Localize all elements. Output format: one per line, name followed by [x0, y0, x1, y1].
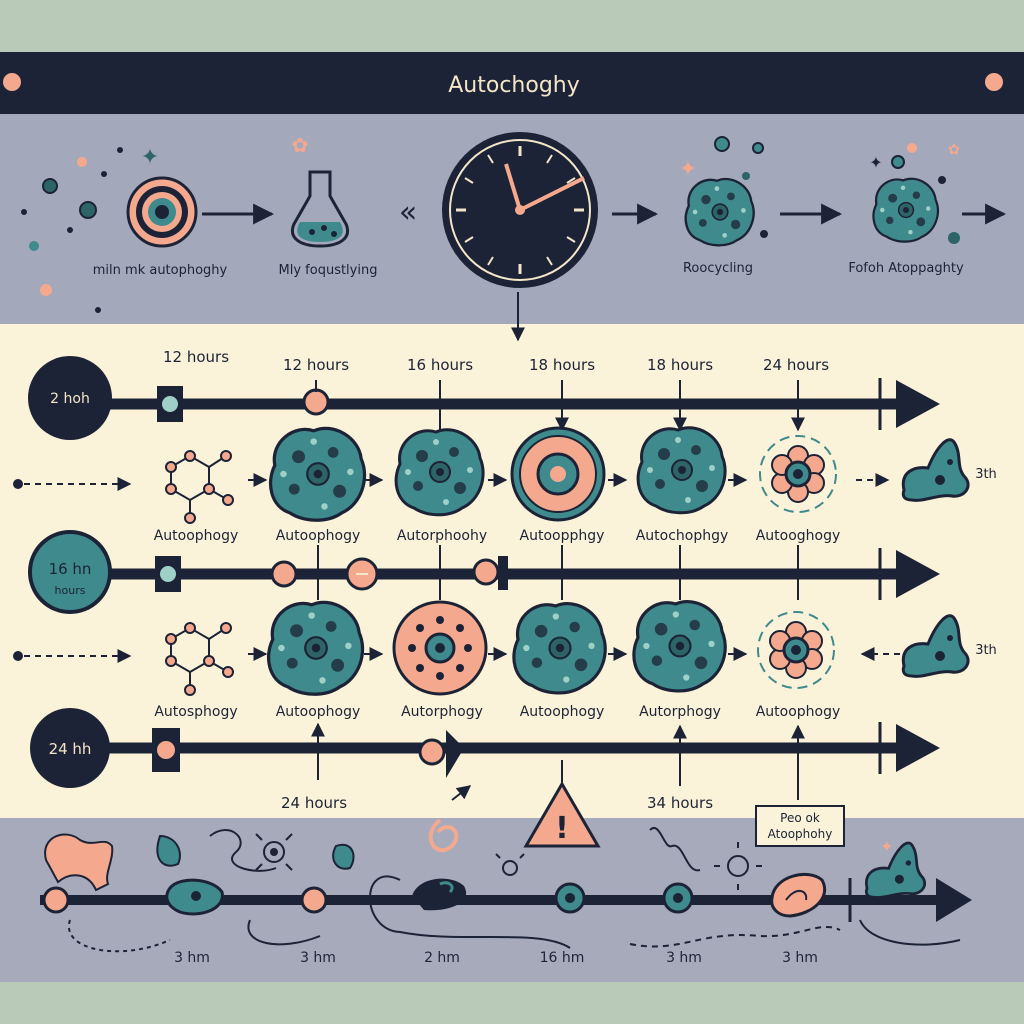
stage-label: Autorphogy — [401, 704, 483, 720]
track-2: 16 hn hours — [13, 530, 997, 720]
svg-text:«: « — [399, 195, 417, 230]
bacteria-icon — [255, 833, 293, 871]
timeline-arrowhead — [896, 724, 940, 772]
target-ring-icon — [510, 426, 606, 522]
top-row: ✦ ✦ miln mk autophoghy ✿ Mly foqustlying… — [21, 132, 1007, 342]
stage-label: Autoopphgy — [520, 528, 605, 544]
cell-icon — [268, 426, 367, 522]
track-start-label: 2 hoh — [50, 391, 90, 407]
stage-label: Autochophgy — [636, 528, 729, 544]
cell-icon — [632, 600, 727, 693]
svg-text:✦: ✦ — [141, 145, 159, 170]
time-label: 34 hours — [647, 794, 713, 812]
stage-label: Autorphogy — [639, 704, 721, 720]
warning-icon: ! — [523, 781, 601, 848]
title-bar — [0, 52, 1024, 114]
track-end-label: 3th — [975, 643, 997, 658]
svg-text:✿: ✿ — [292, 133, 309, 157]
target-ring-icon — [126, 176, 198, 248]
time-label: 18 hours — [529, 356, 595, 374]
stage-label: Autoophogy — [520, 704, 605, 720]
time-label: 24 hours — [763, 356, 829, 374]
time-label: 12 hours — [283, 356, 349, 374]
timeline-arrowhead — [936, 878, 972, 922]
title-bar-dot-right — [985, 73, 1003, 91]
peak-label-sub: Atoophohy — [768, 827, 833, 841]
time-label: 24 hours — [281, 794, 347, 812]
svg-text:✦: ✦ — [869, 153, 882, 172]
stage-label: miln mk autophoghy — [93, 263, 228, 278]
target-ring-icon — [392, 600, 488, 696]
track-1: 12 hours 12 hours 16 hours 18 hours 18 h… — [13, 348, 997, 544]
diagram-title: Autochoghy — [448, 73, 580, 98]
time-label: 12 hours — [163, 348, 229, 366]
cell-icon — [684, 177, 755, 247]
track-start-sublabel: hours — [55, 584, 86, 597]
leaf-icon — [156, 834, 181, 867]
sun-icon — [714, 842, 762, 890]
track-start-marker — [28, 530, 112, 614]
bottom-time-label: 2 hm — [424, 950, 460, 966]
stage-label: Autoophogy — [276, 528, 361, 544]
title-bar-dot-left — [3, 73, 21, 91]
stage-label: Roocycling — [683, 261, 753, 276]
stage-label: Autoophogy — [276, 704, 361, 720]
svg-text:✿: ✿ — [948, 142, 960, 158]
peak-label-box — [755, 805, 845, 847]
cell-icon — [394, 428, 485, 517]
track-start-marker — [28, 356, 112, 440]
bottom-time-label: 3 hm — [666, 950, 702, 966]
time-label: 18 hours — [647, 356, 713, 374]
bottom-time-label: 3 hm — [174, 950, 210, 966]
bottom-section: 24 hours 34 hours ! Peo ok Atoophohy — [40, 781, 972, 966]
stage-label: Autosphogy — [154, 704, 237, 720]
timeline-arrowhead — [896, 380, 940, 428]
bottom-time-label: 3 hm — [782, 950, 818, 966]
stage-label: Mly foqustlying — [279, 263, 378, 278]
svg-text:✦: ✦ — [679, 157, 697, 182]
stage-label: Autoophogy — [756, 704, 841, 720]
stage-label: Autooghogy — [756, 528, 841, 544]
flask-icon — [291, 170, 349, 248]
stage-label: Autorphoohy — [397, 528, 487, 544]
time-label: 16 hours — [407, 356, 473, 374]
svg-text:!: ! — [555, 811, 569, 846]
track-start-label: 16 hn — [49, 560, 92, 578]
leaf-icon — [332, 843, 355, 870]
stage-label: Autoophogy — [154, 528, 239, 544]
track-3: 24 hh — [30, 708, 940, 800]
cell-icon — [636, 426, 727, 515]
cell-icon — [512, 602, 607, 695]
stage-label: Fofoh Atoppaghty — [848, 261, 964, 276]
organelle-icon — [44, 833, 114, 892]
peak-label: Peo ok — [780, 811, 820, 825]
timeline-arrowhead — [896, 550, 940, 598]
clock-icon — [442, 132, 598, 288]
svg-text:✦: ✦ — [880, 837, 893, 856]
track-start-label: 24 hh — [49, 740, 92, 758]
track-end-label: 3th — [975, 467, 997, 482]
bottom-time-label: 3 hm — [300, 950, 336, 966]
bacteria-icon — [495, 853, 525, 876]
track-start-marker — [30, 708, 110, 788]
cell-icon — [872, 177, 940, 243]
bottom-time-label: 16 hm — [540, 950, 585, 966]
cell-icon — [266, 600, 365, 696]
